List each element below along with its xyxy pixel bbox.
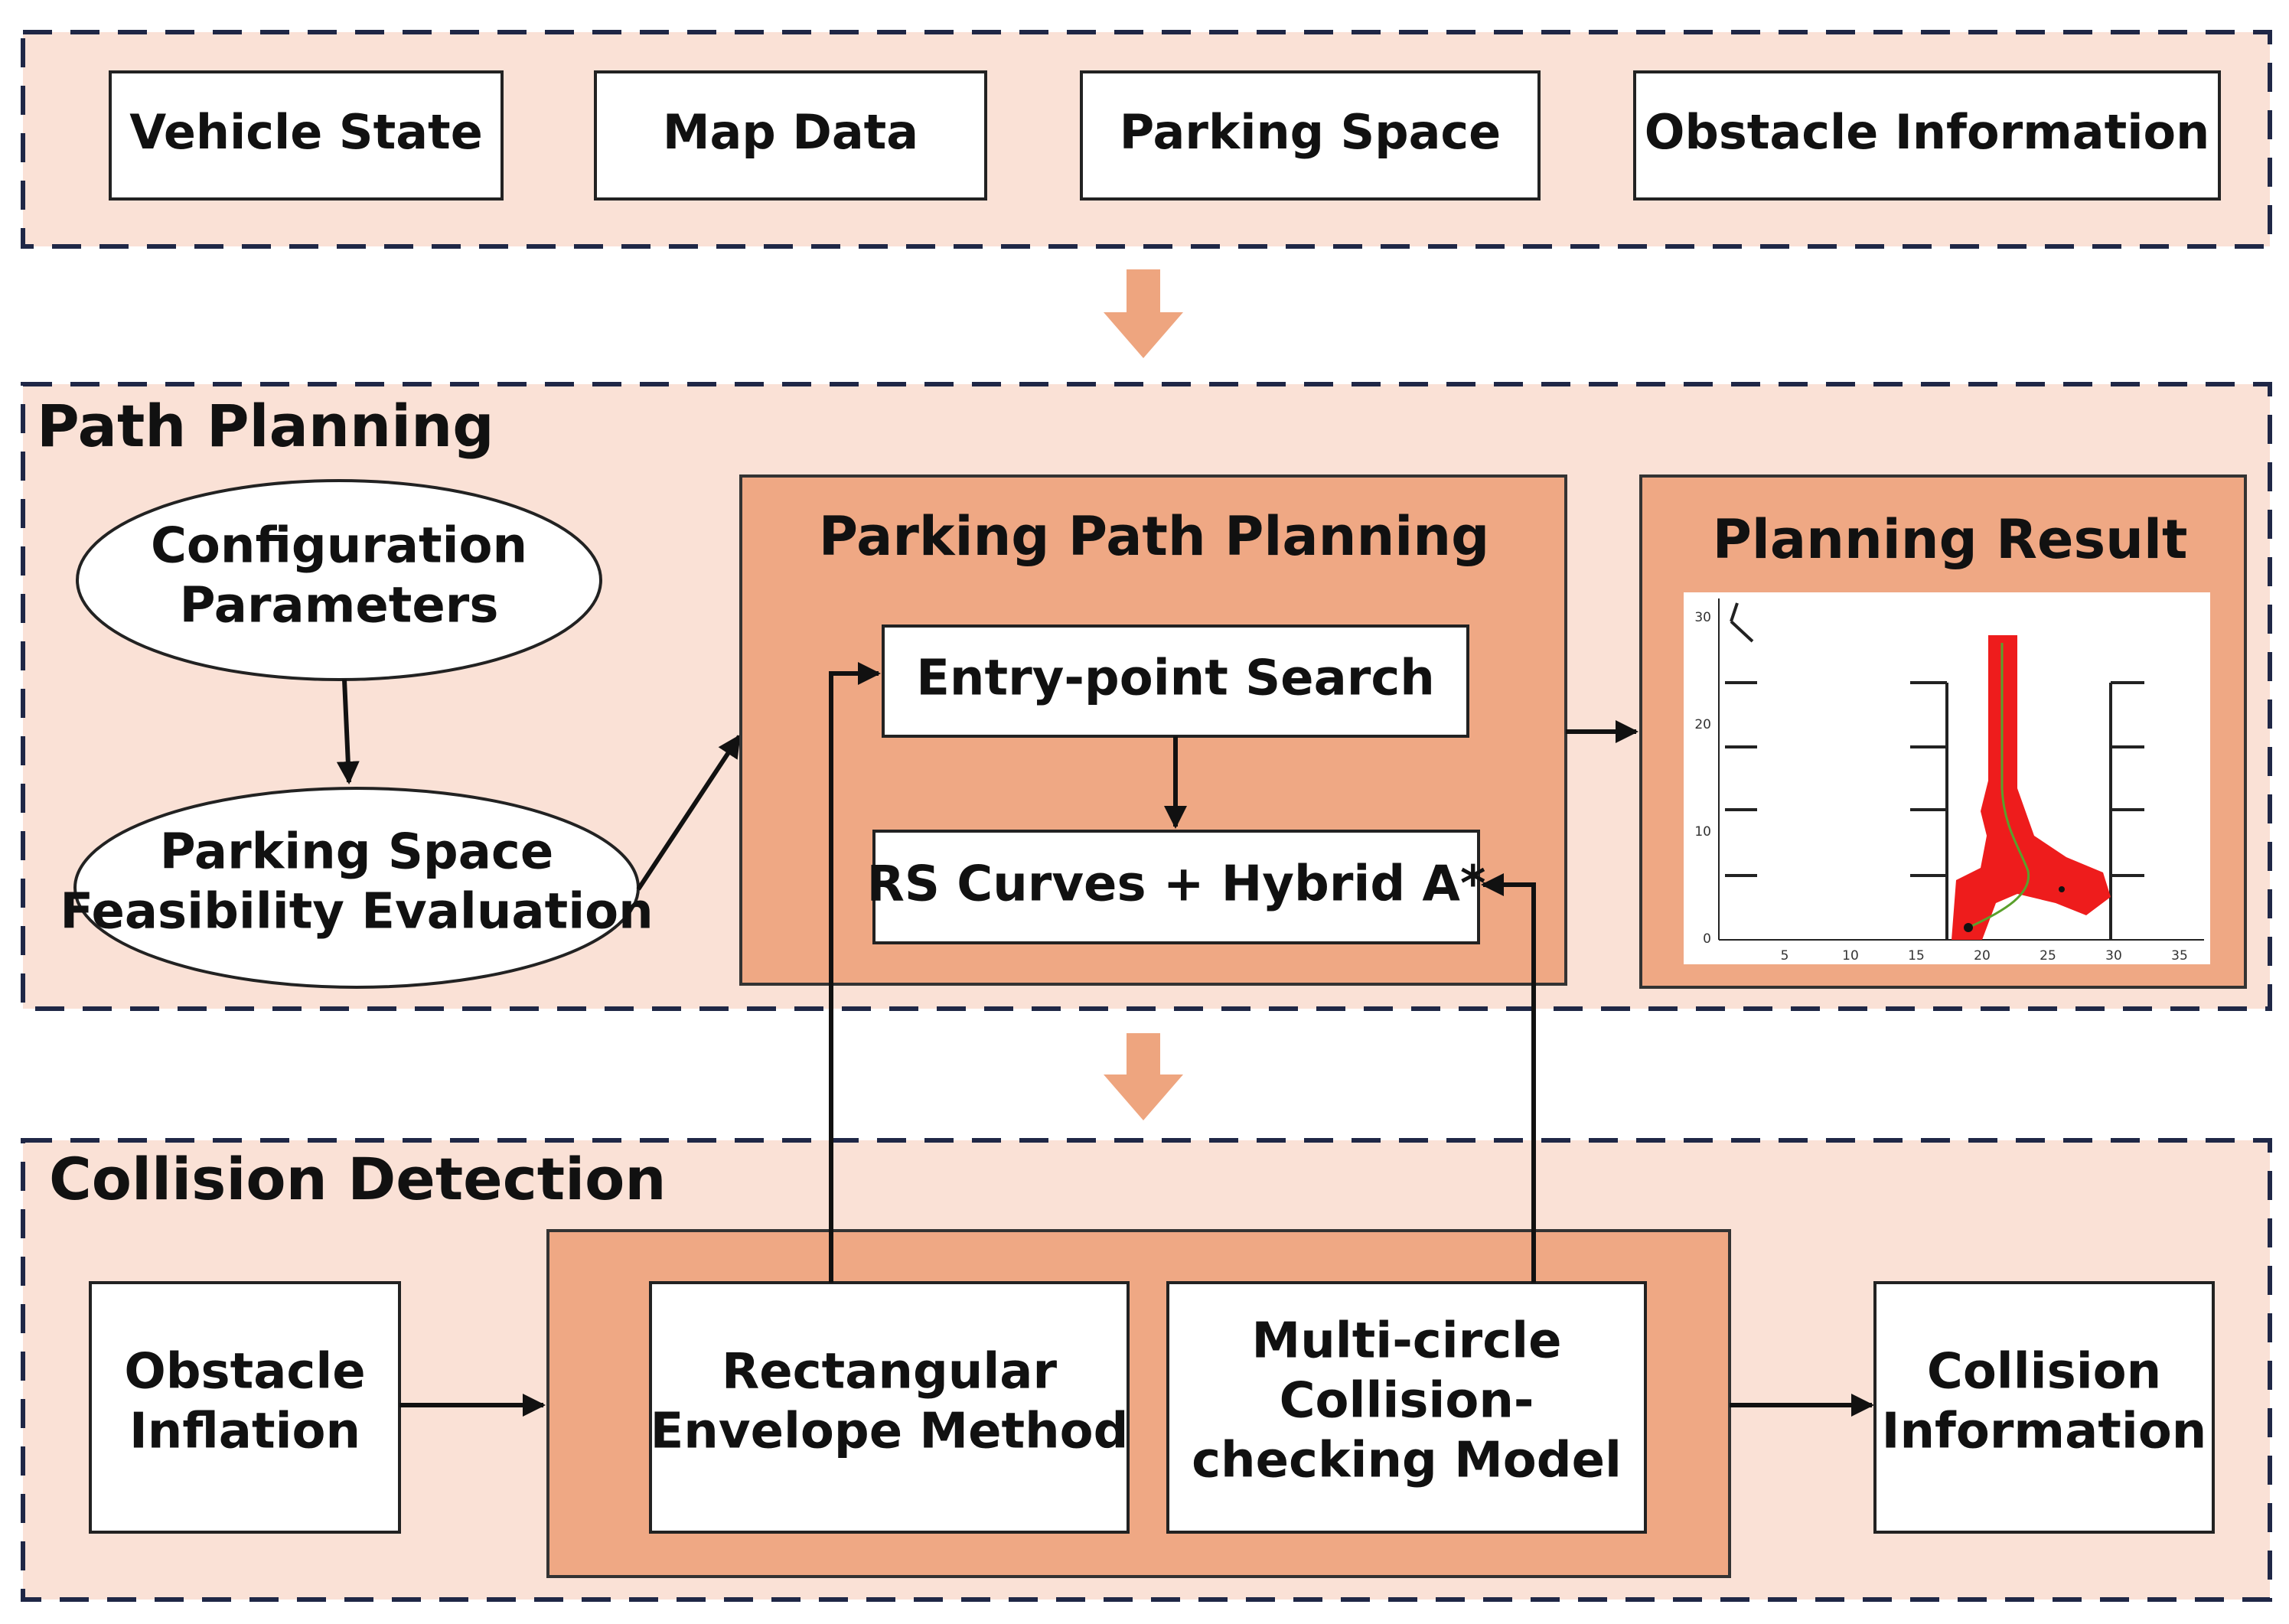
flow-arrow-down-1 (1104, 269, 1183, 358)
arrow-feasibility-to-path-planning (636, 734, 742, 891)
obstacle-inflation-label-1: Obstacle (124, 1344, 365, 1401)
rectangular-envelope-label-1: Rectangular (722, 1344, 1057, 1401)
obstacle-information-label: Obstacle Information (1645, 104, 2210, 160)
configuration-parameters-label-2: Parameters (180, 578, 499, 634)
x-tick-35: 35 (2171, 948, 2188, 964)
rs-curves-hybrid-box: RS Curves + Hybrid A* (867, 830, 1486, 944)
collision-methods-module: Rectangular Envelope Method Multi-circle… (546, 1229, 1731, 1578)
input-panel: Vehicle State Map Data Parking Space Obs… (21, 30, 2272, 249)
path-planning-title: Path Planning (37, 392, 494, 460)
feasibility-evaluation-ellipse: Parking Space Feasibility Evaluation (60, 787, 654, 989)
parking-path-planning-title: Parking Path Planning (819, 505, 1490, 568)
feedback-arrow-rect-envelope-to-entry-search (829, 662, 881, 1283)
obstacle-inflation-label-2: Inflation (129, 1404, 360, 1460)
planning-result-module: Planning Result 0 10 20 30 5 10 15 (1639, 474, 2247, 989)
entry-point-search-label: Entry-point Search (916, 651, 1435, 707)
rectangular-envelope-label-2: Envelope Method (651, 1404, 1129, 1460)
map-data-label: Map Data (663, 104, 918, 160)
rectangular-envelope-box: Rectangular Envelope Method (649, 1281, 1130, 1534)
multi-circle-label-2: Collision- (1280, 1373, 1534, 1430)
plot-y-ticks: 0 10 20 30 (1694, 610, 1711, 947)
y-tick-30: 30 (1694, 610, 1711, 625)
plot-x-ticks: 5 10 15 20 25 30 35 (1781, 948, 2188, 964)
plot-path-line (1968, 643, 2030, 929)
multi-circle-label-1: Multi-circle (1252, 1313, 1562, 1370)
vehicle-state-box: Vehicle State (109, 70, 504, 201)
x-tick-5: 5 (1781, 948, 1789, 964)
configuration-parameters-ellipse: Configuration Parameters (76, 479, 602, 681)
rs-curves-hybrid-label: RS Curves + Hybrid A* (867, 856, 1486, 913)
planning-result-title: Planning Result (1713, 508, 2188, 571)
entry-point-search-box: Entry-point Search (882, 624, 1469, 738)
collision-information-label-1: Collision (1927, 1344, 2161, 1401)
x-tick-10: 10 (1842, 948, 1859, 964)
y-tick-10: 10 (1694, 824, 1711, 840)
plot-goal-point (1964, 923, 1973, 932)
map-data-box: Map Data (594, 70, 987, 201)
collision-information-box: Collision Information (1873, 1281, 2215, 1534)
collision-detection-panel: Collision Detection Obstacle Inflation R… (21, 1138, 2272, 1602)
obstacle-inflation-box: Obstacle Inflation (89, 1281, 401, 1534)
collision-information-label-2: Information (1882, 1404, 2207, 1460)
configuration-parameters-label-1: Configuration (151, 518, 527, 575)
feedback-arrow-multi-circle-to-rs (1481, 873, 1536, 1283)
y-tick-0: 0 (1703, 931, 1711, 947)
feasibility-evaluation-label-2: Feasibility Evaluation (60, 884, 653, 941)
x-tick-15: 15 (1908, 948, 1925, 964)
obstacle-information-box: Obstacle Information (1633, 70, 2221, 201)
y-tick-20: 20 (1694, 717, 1711, 732)
vehicle-state-label: Vehicle State (129, 104, 483, 160)
path-planning-panel: Path Planning Configuration Parameters P… (21, 382, 2272, 1011)
multi-circle-label-3: checking Model (1192, 1433, 1622, 1489)
arrow-config-to-feasibility (336, 679, 360, 784)
multi-circle-model-box: Multi-circle Collision- checking Model (1166, 1281, 1647, 1534)
plot-swept-area (1952, 635, 2111, 940)
x-tick-25: 25 (2040, 948, 2056, 964)
planning-result-plot: 0 10 20 30 5 10 15 20 25 30 35 (1684, 592, 2210, 964)
flow-arrow-down-2 (1104, 1033, 1183, 1120)
parking-space-label: Parking Space (1120, 104, 1501, 160)
x-tick-20: 20 (1974, 948, 1991, 964)
collision-detection-title: Collision Detection (49, 1145, 666, 1213)
parking-space-box: Parking Space (1080, 70, 1541, 201)
plot-start-point (2059, 886, 2065, 892)
x-tick-30: 30 (2105, 948, 2122, 964)
feasibility-evaluation-label-1: Parking Space (160, 824, 554, 881)
parking-path-planning-module: Parking Path Planning Entry-point Search… (739, 474, 1567, 986)
